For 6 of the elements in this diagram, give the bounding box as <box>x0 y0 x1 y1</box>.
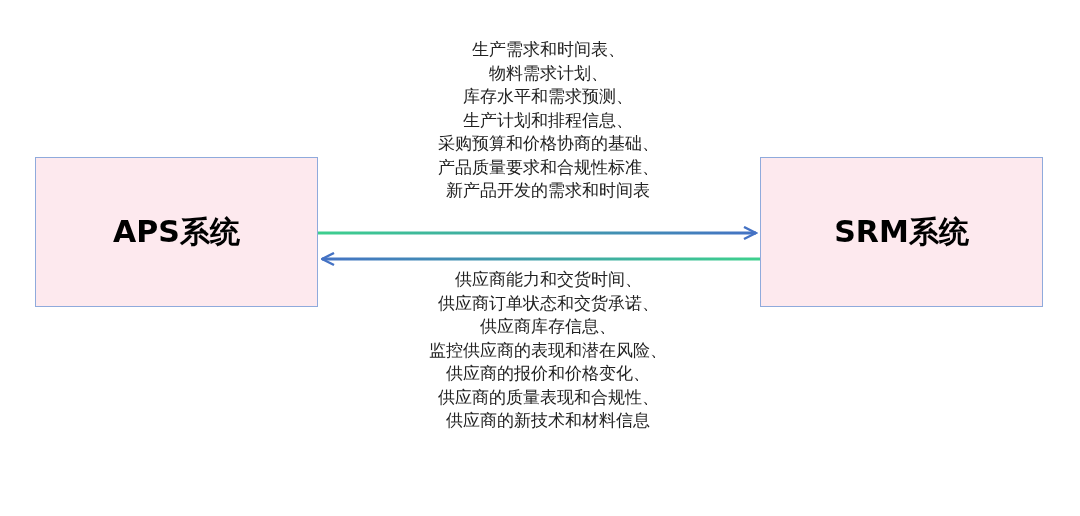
arrow <box>320 251 760 267</box>
system-name: SRM系统 <box>834 212 969 251</box>
system-box <box>35 157 318 307</box>
arrow <box>318 225 758 241</box>
system-name: APS系统 <box>113 212 240 251</box>
system-box <box>760 157 1043 307</box>
